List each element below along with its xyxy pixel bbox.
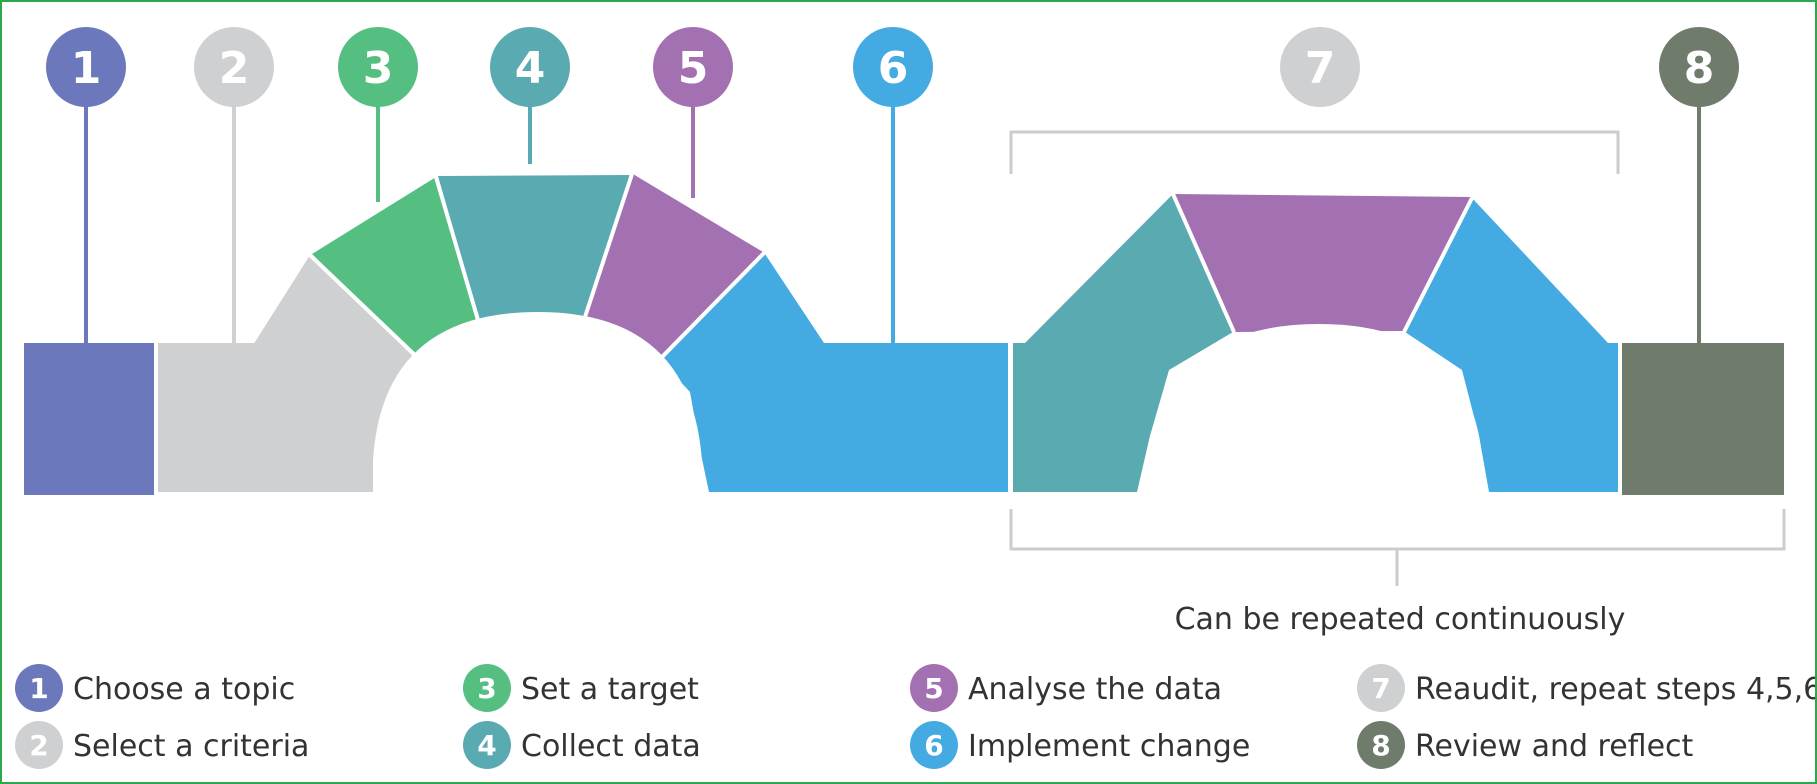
step-8-marker-number: 8: [1684, 43, 1715, 94]
legend-1-number: 1: [29, 672, 48, 705]
legend-8-number: 8: [1371, 729, 1390, 762]
legend-item-3: 3 Set a target: [463, 664, 699, 712]
arch-1-opening: [373, 312, 709, 494]
repeat-step-6-segment: [1405, 199, 1618, 492]
legend-item-5: 5 Analyse the data: [910, 664, 1222, 712]
step-4-arch-segment: [438, 175, 631, 320]
step-7-marker-circle: [1280, 27, 1360, 107]
legend-8-label: Review and reflect: [1415, 729, 1694, 764]
legend-5-badge: [910, 664, 958, 712]
step-5-marker-circle: [653, 27, 733, 107]
legend-4-badge: [463, 721, 511, 769]
legend-1-badge: [15, 664, 63, 712]
step-4-marker-number: 4: [515, 43, 546, 94]
step-1-block: [24, 343, 154, 495]
step-2-marker-circle: [194, 27, 274, 107]
step-2-segment: [158, 255, 420, 492]
legend-3-badge: [463, 664, 511, 712]
legend-3-number: 3: [477, 672, 496, 705]
bottom-bracket: [1009, 509, 1786, 586]
step-1-marker-circle: [46, 27, 126, 107]
legend-7-label: Reaudit, repeat steps 4,5,6: [1415, 672, 1815, 707]
step-5-arch-segment: [585, 174, 763, 359]
top-bracket: [1009, 130, 1620, 174]
step-3-marker-number: 3: [363, 43, 394, 94]
legend-8-badge: [1357, 721, 1405, 769]
step-1-marker-number: 1: [71, 43, 102, 94]
legend-2-badge: [15, 721, 63, 769]
legend-3-label: Set a target: [521, 672, 699, 707]
legend-1-label: Choose a topic: [73, 672, 295, 707]
legend-2-number: 2: [29, 729, 48, 762]
step-markers: 1 2 3 4 5 6 7 8: [46, 27, 1739, 343]
legend-item-6: 6 Implement change: [910, 721, 1250, 769]
repeat-note: Can be repeated continuously: [1175, 602, 1626, 637]
legend-6-label: Implement change: [968, 729, 1250, 764]
legend-item-8: 8 Review and reflect: [1357, 721, 1694, 769]
step-4-marker-circle: [490, 27, 570, 107]
legend-6-number: 6: [924, 729, 943, 762]
step-8-marker-circle: [1659, 27, 1739, 107]
legend-5-label: Analyse the data: [968, 672, 1222, 707]
legend-4-label: Collect data: [521, 729, 701, 764]
legend: 1 Choose a topic 2 Select a criteria 3 Set a …: [15, 664, 1815, 769]
step-7-marker-number: 7: [1305, 43, 1336, 94]
legend-2-label: Select a criteria: [73, 729, 309, 764]
step-6-segment: [661, 254, 1008, 492]
step-3-arch-segment: [312, 177, 476, 360]
step-2-marker-number: 2: [219, 43, 250, 94]
legend-5-number: 5: [924, 672, 943, 705]
repeat-step-4-segment: [1013, 195, 1233, 492]
step-6-marker-circle: [853, 27, 933, 107]
legend-7-badge: [1357, 664, 1405, 712]
legend-4-number: 4: [477, 729, 496, 762]
step-6-marker-number: 6: [878, 43, 909, 94]
legend-7-number: 7: [1371, 672, 1390, 705]
step-8-block: [1622, 343, 1784, 495]
legend-item-4: 4 Collect data: [463, 721, 701, 769]
segment-separators: [154, 173, 1622, 497]
arch-2-opening: [1137, 324, 1489, 494]
legend-item-7: 7 Reaudit, repeat steps 4,5,6: [1357, 664, 1815, 712]
legend-item-2: 2 Select a criteria: [15, 721, 309, 769]
legend-item-1: 1 Choose a topic: [15, 664, 295, 712]
step-5-marker-number: 5: [678, 43, 709, 94]
legend-6-badge: [910, 721, 958, 769]
step-3-marker-circle: [338, 27, 418, 107]
repeat-step-5-segment: [1174, 194, 1471, 332]
